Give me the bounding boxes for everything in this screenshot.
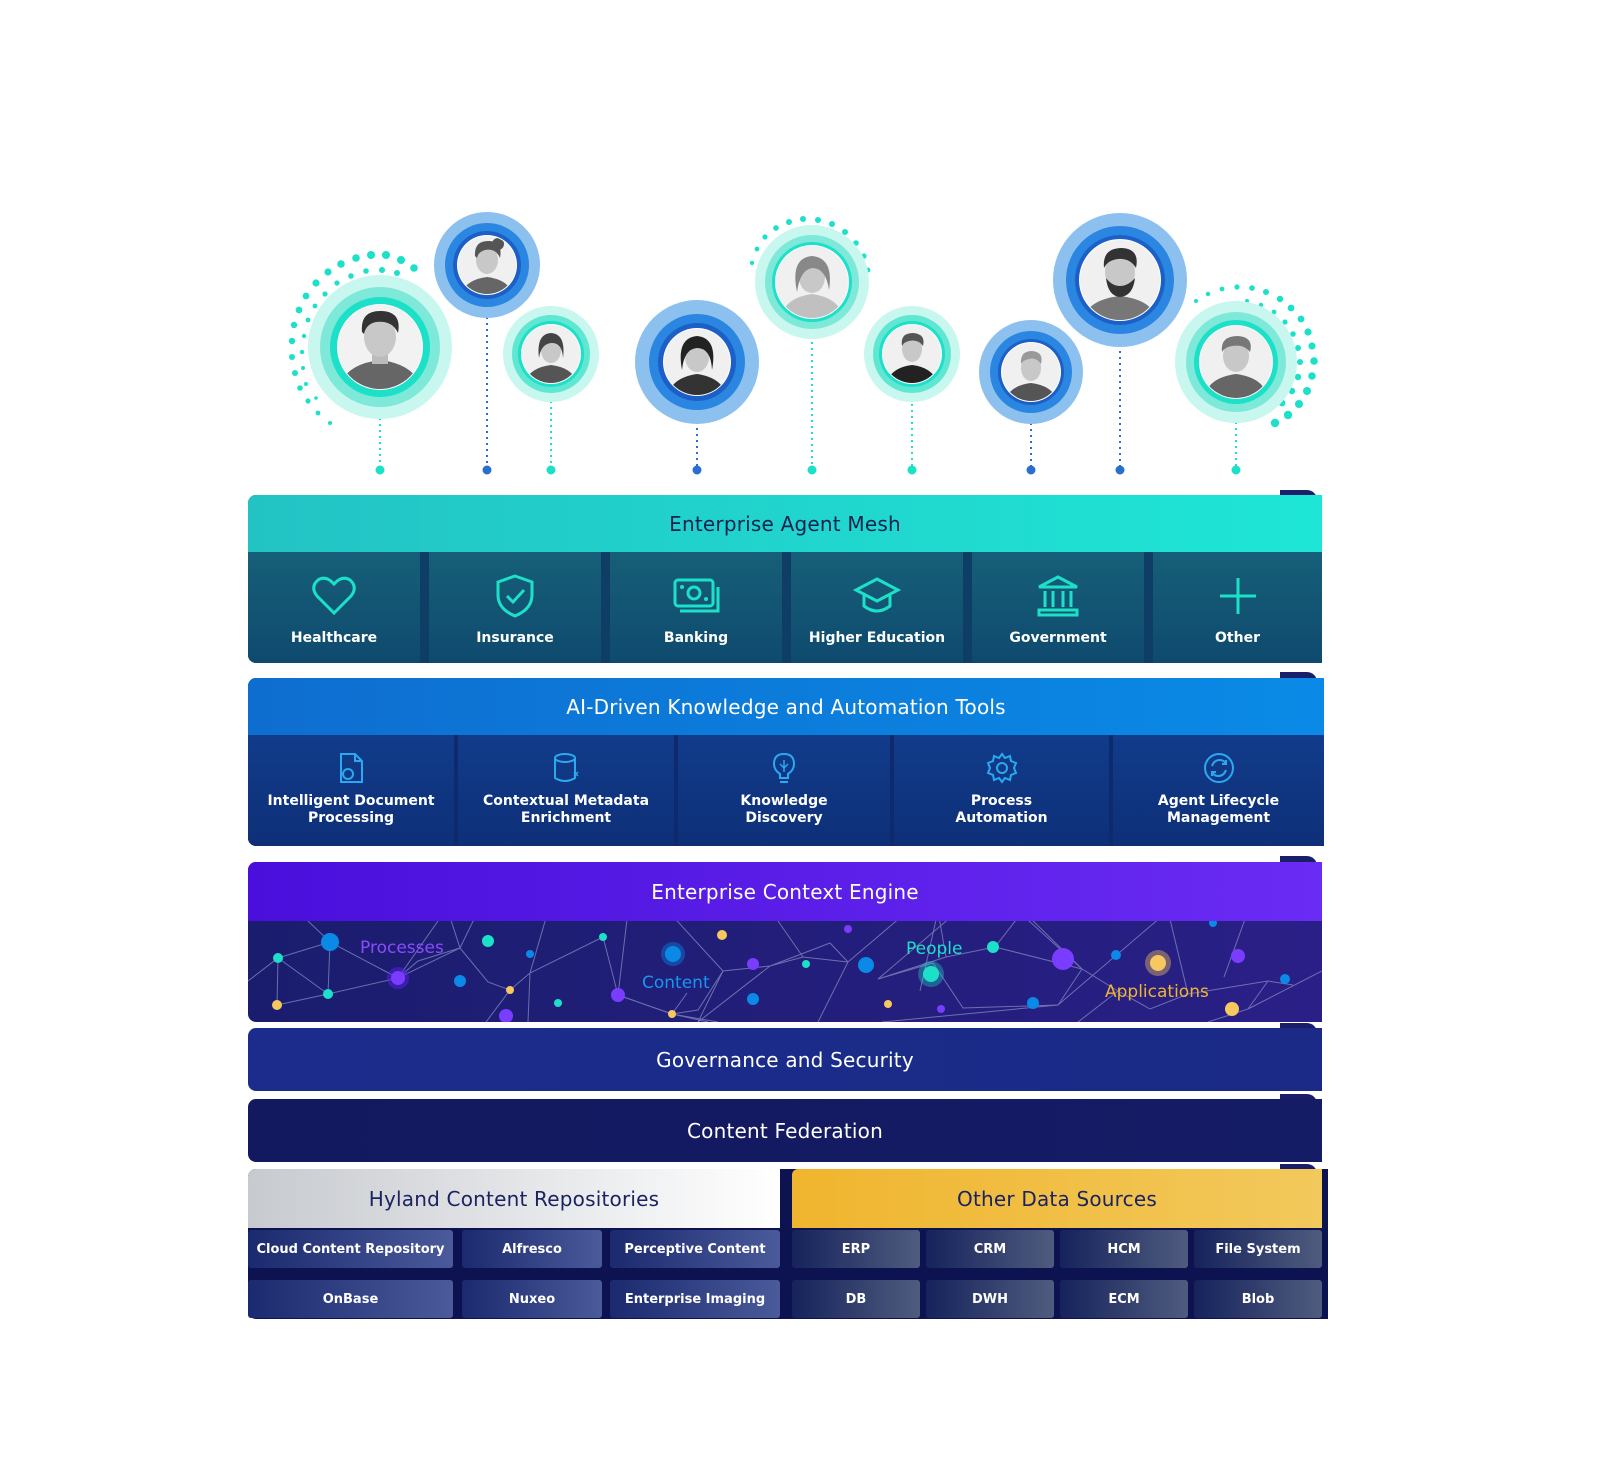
avatar-graphic xyxy=(288,212,1318,475)
repo-cell[interactable]: OnBase xyxy=(248,1280,453,1318)
source-cell[interactable]: File System xyxy=(1194,1230,1322,1268)
industry-higher-education[interactable]: Higher Education xyxy=(791,552,963,663)
network-label-people: People xyxy=(906,939,963,959)
lightbulb-icon xyxy=(771,751,797,785)
database-icon xyxy=(552,751,580,785)
governance-layer: Governance and Security xyxy=(248,1028,1322,1091)
other-sources-panel: Other Data Sources ERP CRM HCM File Syst… xyxy=(792,1169,1322,1319)
refresh-icon xyxy=(1203,751,1235,785)
ai-tools-layer: AI-Driven Knowledge and Automation Tools… xyxy=(248,678,1324,846)
source-cell[interactable]: ECM xyxy=(1060,1280,1188,1318)
industry-healthcare[interactable]: Healthcare xyxy=(248,552,420,663)
heart-icon xyxy=(312,574,356,618)
gear-icon xyxy=(986,751,1018,785)
source-cell[interactable]: DWH xyxy=(926,1280,1054,1318)
repo-cell[interactable]: Enterprise Imaging xyxy=(610,1280,780,1318)
source-cell[interactable]: DB xyxy=(792,1280,920,1318)
graduation-cap-icon xyxy=(853,574,901,618)
agent-mesh-title: Enterprise Agent Mesh xyxy=(248,495,1322,552)
shield-check-icon xyxy=(495,574,535,618)
federation-layer: Content Federation xyxy=(248,1099,1322,1162)
network-label-applications: Applications xyxy=(1105,982,1209,1002)
repo-cell[interactable]: Alfresco xyxy=(462,1230,602,1268)
source-cell[interactable]: HCM xyxy=(1060,1230,1188,1268)
other-sources-title: Other Data Sources xyxy=(792,1169,1322,1228)
source-cell[interactable]: ERP xyxy=(792,1230,920,1268)
bank-building-icon xyxy=(1036,574,1080,618)
federation-title: Content Federation xyxy=(686,1118,883,1143)
money-icon xyxy=(672,574,720,618)
source-cell[interactable]: Blob xyxy=(1194,1280,1322,1318)
ai-tools-title: AI-Driven Knowledge and Automation Tools xyxy=(248,678,1324,735)
context-network xyxy=(248,921,1322,1022)
document-gear-icon xyxy=(337,751,365,785)
source-cell[interactable]: CRM xyxy=(926,1230,1054,1268)
repo-cell[interactable]: Cloud Content Repository xyxy=(248,1230,453,1268)
repo-cell[interactable]: Nuxeo xyxy=(462,1280,602,1318)
industry-government[interactable]: Government xyxy=(972,552,1144,663)
hyland-panel: Hyland Content Repositories Cloud Conten… xyxy=(248,1169,780,1319)
network-label-processes: Processes xyxy=(360,938,444,958)
context-engine-layer: Enterprise Context Engine xyxy=(248,862,1322,1022)
context-engine-title: Enterprise Context Engine xyxy=(248,862,1322,921)
hyland-title: Hyland Content Repositories xyxy=(248,1169,780,1228)
network-label-content: Content xyxy=(642,973,710,993)
industry-other[interactable]: Other xyxy=(1153,552,1322,663)
governance-title: Governance and Security xyxy=(656,1047,914,1072)
industry-banking[interactable]: Banking xyxy=(610,552,782,663)
industry-insurance[interactable]: Insurance xyxy=(429,552,601,663)
plus-icon xyxy=(1218,574,1258,618)
agent-mesh-layer: Enterprise Agent Mesh Healthcare Insuran… xyxy=(248,495,1322,663)
repo-cell[interactable]: Perceptive Content xyxy=(610,1230,780,1268)
